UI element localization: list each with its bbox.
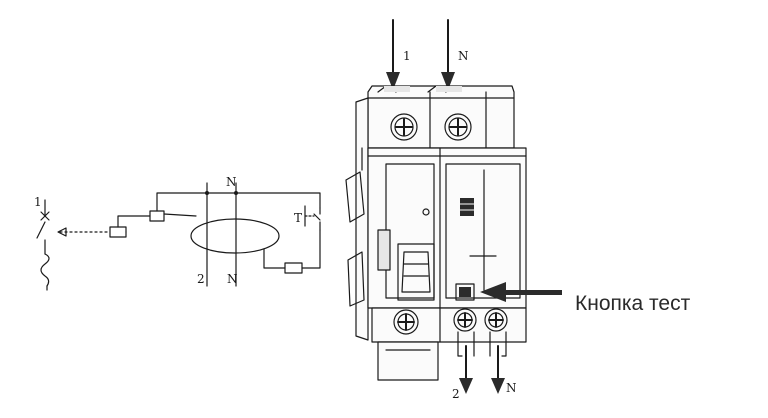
test-button-symbol: T <box>294 205 315 227</box>
wiring-schematic: 1 T N 2 N <box>34 175 321 291</box>
top-terminal-block <box>367 85 515 149</box>
bottom-left-screw-icon <box>393 309 419 335</box>
relay-box <box>149 210 165 222</box>
terminal-label-neutral-out: N <box>506 381 517 395</box>
schematic-label-neutral-top: N <box>226 175 237 189</box>
schematic-label-line-out: 2 <box>197 272 205 286</box>
top-neutral-screw-icon <box>444 113 472 141</box>
test-resistor <box>284 262 303 274</box>
terminal-label-line-in: 1 <box>403 49 411 63</box>
test-button-pointer-arrow <box>480 282 562 302</box>
terminal-label-neutral-in: N <box>458 49 469 63</box>
test-return-wire <box>301 229 321 269</box>
rcd-indicator-window <box>460 198 474 216</box>
schematic-label-line-in: 1 <box>34 195 42 209</box>
relay-to-toroid-wire <box>163 213 197 217</box>
output-leads <box>457 331 507 357</box>
trip-coil-box <box>109 226 127 238</box>
test-button-caption: Кнопка тест <box>575 292 691 315</box>
schematic-label-neutral-bottom: N <box>227 272 238 286</box>
bottom-neutral-screw-icon <box>484 308 508 332</box>
device-side-profile <box>345 97 369 341</box>
outgoing-arrows <box>459 345 505 394</box>
top-line-screw-icon <box>390 113 418 141</box>
toroid-transformer <box>190 218 280 254</box>
incoming-arrows <box>386 19 455 90</box>
breaker-toggle-handle <box>397 243 435 301</box>
top-bus-wire <box>156 192 321 212</box>
trip-coil-wire <box>117 215 151 228</box>
mechanical-link <box>57 227 111 237</box>
terminal-label-line-out: 2 <box>452 387 460 401</box>
breaker-contact-symbol <box>36 199 50 291</box>
svg-text:T: T <box>294 211 302 225</box>
bottom-line-screw-icon <box>453 308 477 332</box>
test-resistor-wire <box>263 248 286 269</box>
test-button <box>455 283 475 301</box>
rcbo-device: 1 N <box>345 19 562 401</box>
